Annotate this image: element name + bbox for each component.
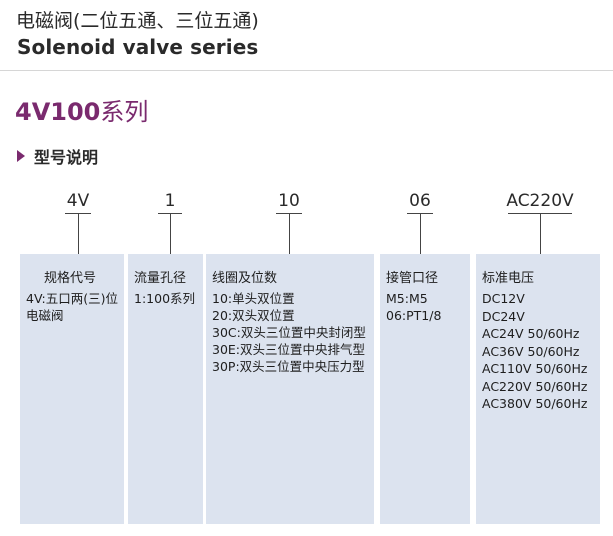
spec-box-line: 10:单头双位置 [212,291,295,306]
spec-box-standard-voltage: 标准电压 DC12V DC24V AC24V 50/60Hz AC36V 50/… [476,254,600,524]
code-label-series: 4V [66,191,90,211]
spec-box-line: AC220V 50/60Hz [482,378,588,394]
spec-box-line: 电磁阀 [26,308,64,323]
header-title-english: Solenoid valve series [17,35,259,59]
spec-box-line: 06:PT1/8 [386,308,442,323]
spec-box-line: AC24V 50/60Hz [482,326,580,341]
spec-box-line: 30C:双头三位置中央封闭型 [212,325,366,340]
connector-line [420,213,421,255]
spec-box-title: 线圈及位数 [212,271,278,286]
code-label-voltage: AC220V [506,191,574,211]
code-label-coil: 10 [278,191,300,211]
spec-box-line: 20:双头双位置 [212,308,295,323]
header-title-chinese: 电磁阀(二位五通、三位五通) [16,10,259,32]
connector-line [78,213,79,255]
spec-box-title: 接管口径 [386,271,439,286]
series-heading: 4V100系列 [15,92,148,127]
spec-box-title: 规格代号 [44,271,97,286]
spec-box-series-code: 规格代号 4V:五口两(三)位 电磁阀 [20,254,124,524]
spec-box-line: 30P:双头三位置中央压力型 [212,359,365,374]
spec-box-port-size: 接管口径 M5:M5 06:PT1/8 [380,254,470,524]
spec-box-line: 4V:五口两(三)位 [26,291,118,306]
spec-box-line: DC12V [482,291,525,306]
spec-box-line: AC380V 50/60Hz [482,396,588,411]
spec-box-flow-orifice: 流量孔径 1:100系列 [128,254,203,524]
connector-line [540,213,541,255]
spec-box-coil-positions: 线圈及位数 10:单头双位置 20:双头双位置 30C:双头三位置中央封闭型 3… [206,254,374,524]
code-label-flow: 1 [164,191,176,211]
spec-box-line: 1:100系列 [134,291,196,306]
series-suffix: 系列 [100,98,149,126]
triangle-bullet-icon [17,150,25,162]
spec-box-title: 流量孔径 [134,271,187,286]
section-label: 型号说明 [34,148,99,167]
series-model: 4V100 [15,98,101,126]
spec-box-line: M5:M5 [386,291,428,306]
section-heading: 型号说明 [17,145,98,167]
connector-line [170,213,171,255]
spec-box-line: 30E:双头三位置中央排气型 [212,342,366,357]
connector-line [289,213,290,255]
spec-box-title: 标准电压 [482,271,535,286]
spec-box-line: DC24V [482,308,525,324]
code-label-port: 06 [409,191,431,211]
header-divider [0,70,613,71]
spec-box-line: AC36V 50/60Hz [482,343,580,359]
spec-box-line: AC110V 50/60Hz [482,361,588,376]
